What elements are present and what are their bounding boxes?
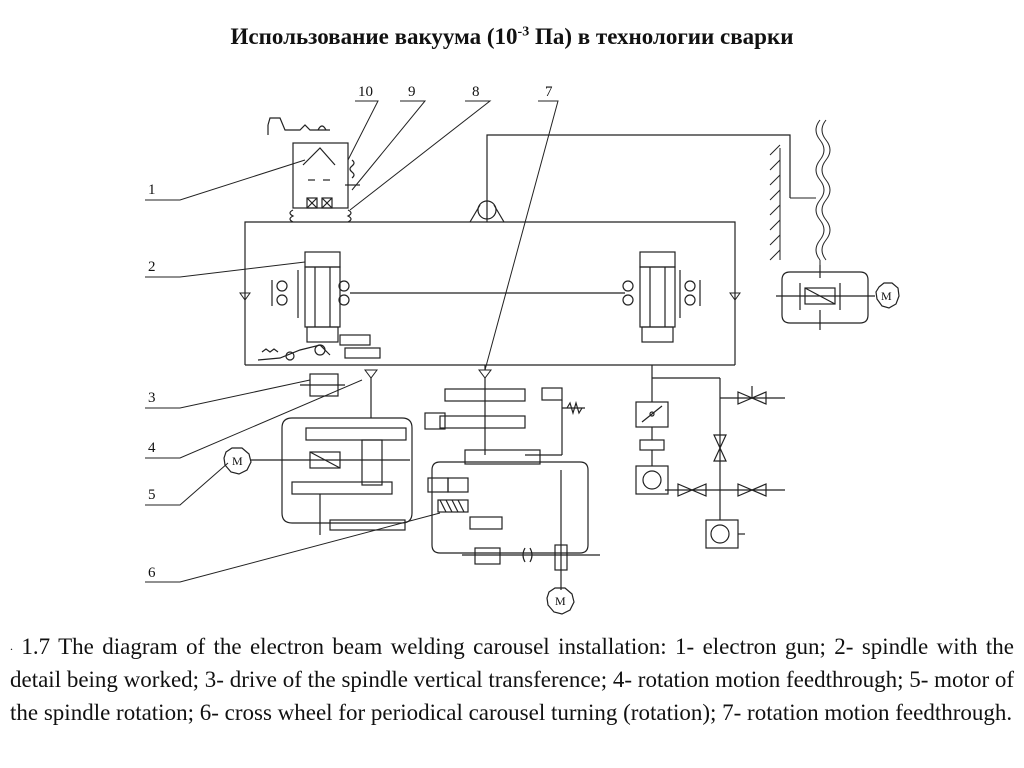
callout-5: 5 [148,487,156,503]
valve-bottom-right [737,483,754,497]
slide-title: Использование вакуума (10-3 Па) в технол… [0,24,1024,50]
trap [639,439,665,451]
callout-numbers: 1 2 3 4 5 6 7 8 9 10 [148,84,553,581]
callout-4: 4 [148,440,156,456]
right-motor-label: M [881,289,892,303]
left-motor-label: M [232,454,243,468]
callout-2: 2 [148,259,156,275]
installation-diagram: 1 2 3 4 5 6 7 8 9 10 [145,84,900,615]
callout-8: 8 [472,84,480,100]
title-suffix: Па) в технологии сварки [529,24,794,49]
valve-bottom-right-b [750,483,767,497]
rotation-feedthrough-7 [478,369,492,379]
figure-caption: . 1.7 The diagram of the electron beam w… [10,630,1014,729]
title-exponent: -3 [517,24,530,40]
valve-bottom-left-b [690,483,707,497]
spindle-right [622,251,701,343]
callout-9: 9 [408,84,416,100]
callout-1: 1 [148,182,156,198]
diffusion-pump [635,465,669,495]
rotation-feedthrough-4 [364,369,378,379]
caption-lead-mark: . [10,639,13,653]
chamber-valve-left [239,292,251,301]
callout-10: 10 [358,84,373,100]
left-gearbox: M [223,378,413,535]
valve-middle-b [713,446,727,462]
valve-middle [713,434,727,450]
central-gear-train: M [424,365,600,615]
title-prefix: Использование вакуума (10 [230,24,518,49]
callout-leaders [145,100,559,583]
electron-gun [267,117,360,223]
valve-bottom-left [677,483,694,497]
left-motor-icon [223,447,252,475]
callout-3: 3 [148,390,156,406]
chamber-valve-right [729,292,741,301]
valve-top-b [750,391,767,405]
right-motor-icon [875,282,900,309]
callout-6: 6 [148,565,156,581]
bottom-motor-icon [546,587,575,615]
wall-mount [769,119,831,272]
carousel-pulley [469,200,505,223]
vertical-transfer-drive [257,334,381,397]
right-drive-unit: M [776,265,900,330]
valve-top [737,391,754,405]
caption-text: 1.7 The diagram of the electron beam wel… [10,634,1015,725]
spindle-left [271,251,350,343]
callout-7: 7 [545,84,553,100]
vacuum-piping [635,365,785,549]
cross-wheel [437,499,469,513]
bottom-motor-label: M [555,594,566,608]
